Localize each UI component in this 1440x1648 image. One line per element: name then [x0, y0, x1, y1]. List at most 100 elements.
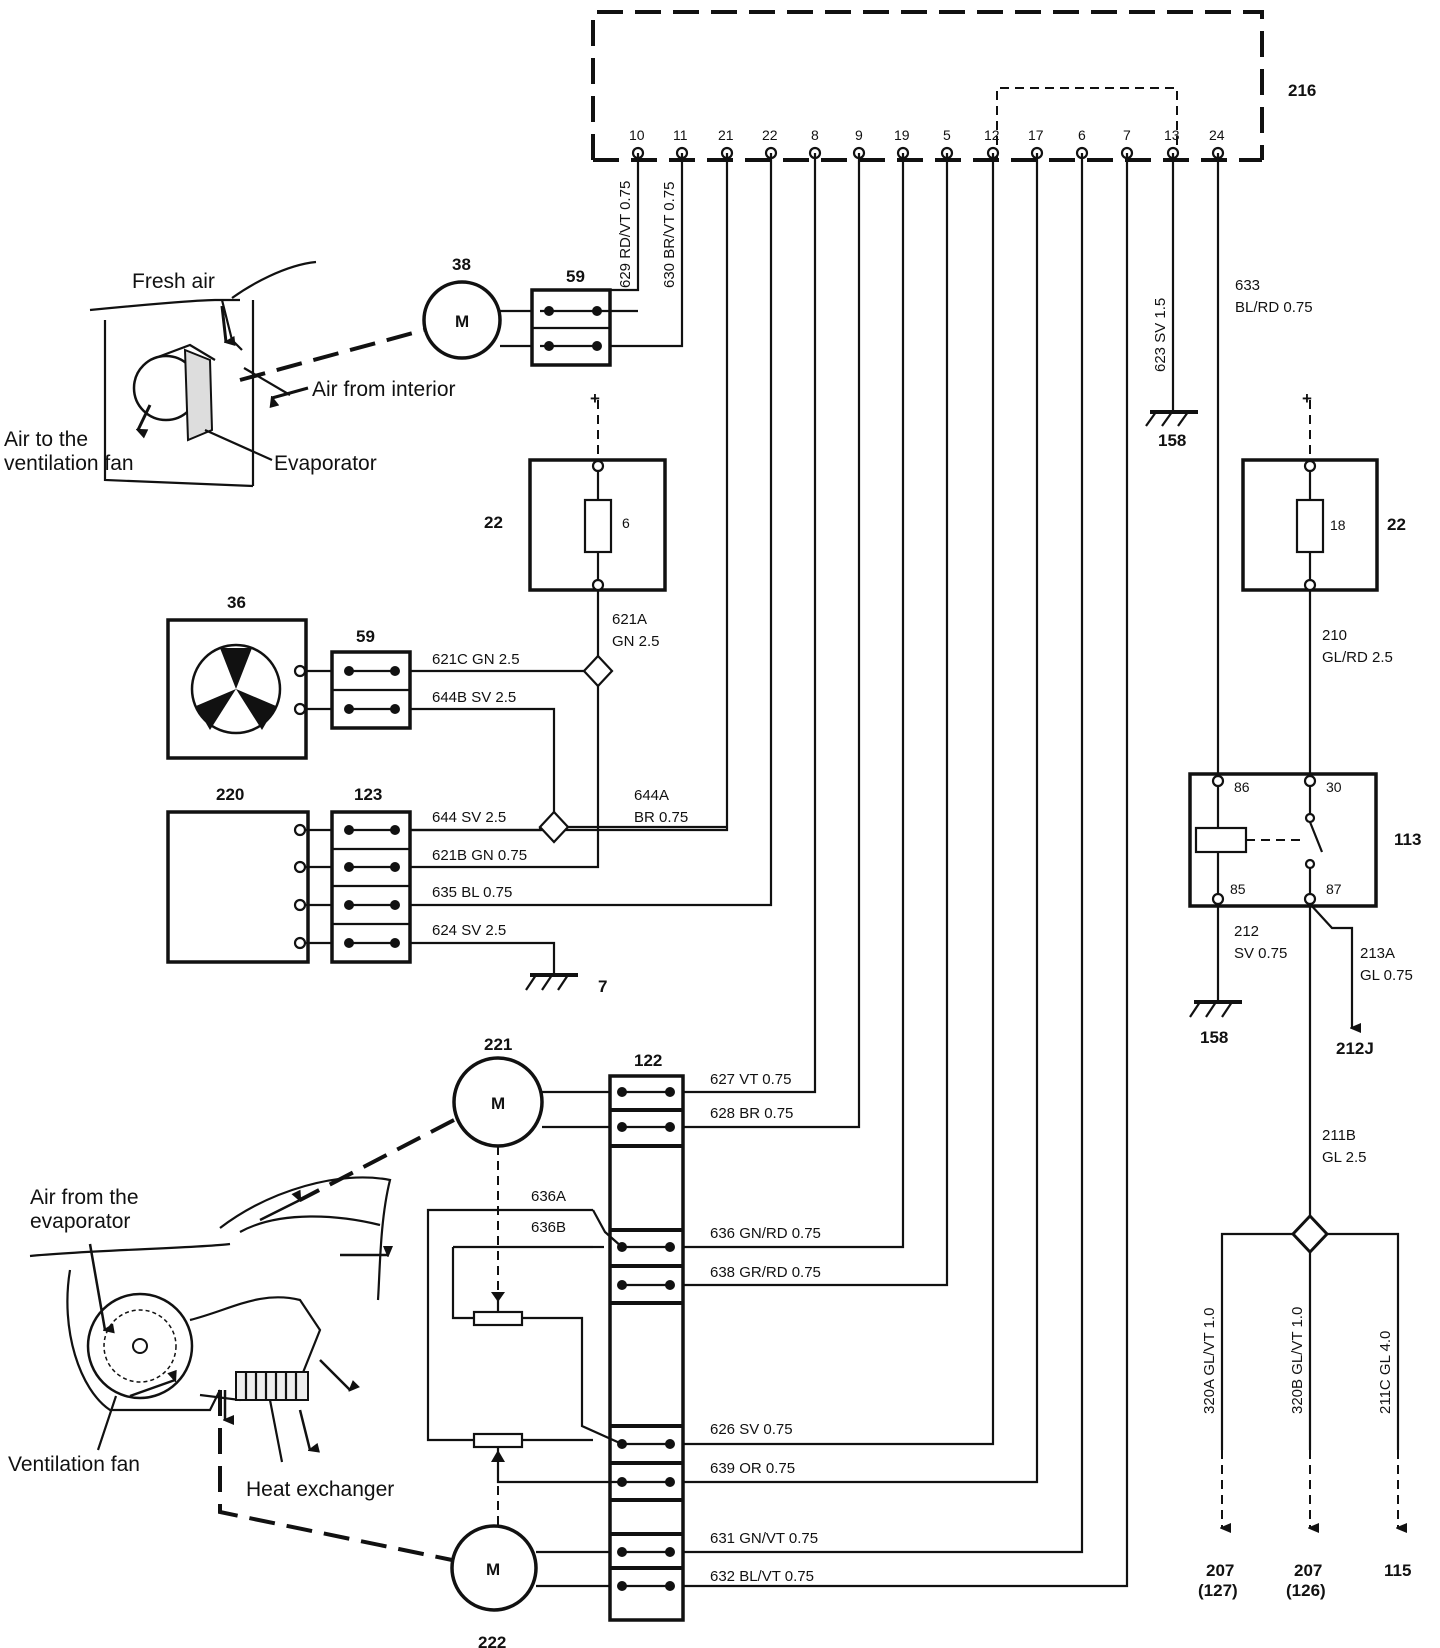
ecu-pin-label-13: 13 — [1164, 127, 1180, 143]
relay-pin-86: 86 — [1234, 779, 1250, 795]
ecu-pin-label-10: 10 — [629, 127, 645, 143]
connector-122-contact — [665, 1087, 675, 1097]
caption-heat-exchanger: Heat exchanger — [246, 1478, 394, 1501]
ecu-wires — [411, 153, 1220, 1588]
wire-label-638: 638 GR/RD 0.75 — [710, 1264, 821, 1281]
connector-122-contact — [665, 1581, 675, 1591]
wire-label-633-num: 633 — [1235, 277, 1260, 294]
caption-air-to-fan-1: Air to the — [4, 428, 88, 451]
relay-113-label: 113 — [1394, 830, 1421, 849]
wire-label-212-num: 212 — [1234, 923, 1259, 940]
wire-label-644: 644 SV 2.5 — [432, 809, 506, 826]
ecu-pin-label-5: 5 — [943, 127, 951, 143]
caption-ventilation-fan: Ventilation fan — [8, 1453, 140, 1476]
splice-644 — [538, 810, 570, 844]
wire-label-621a-num: 621A — [612, 611, 647, 628]
wire-label-210-spec: GL/RD 2.5 — [1322, 649, 1393, 666]
plus-right: + — [1302, 389, 1312, 408]
ecu-pin-label-6: 6 — [1078, 127, 1086, 143]
motor-221-symbol: M — [491, 1094, 505, 1113]
dest-207a-label: 207 — [1206, 1561, 1234, 1580]
wire-label-636b: 636B — [531, 1219, 566, 1236]
fuse-18-label: 18 — [1330, 517, 1346, 533]
dest-212j-label: 212J — [1336, 1039, 1374, 1058]
connector-59-mid: 59 — [305, 627, 584, 812]
motor-38-label: 38 — [452, 255, 471, 274]
connector-122-label: 122 — [634, 1051, 662, 1070]
wire-label-629: 629 RD/VT 0.75 — [617, 181, 634, 288]
caption-air-from-evap-1: Air from the — [30, 1186, 139, 1209]
wire-label-320b: 320B GL/VT 1.0 — [1289, 1307, 1306, 1414]
wire-label-644a-spec: BR 0.75 — [634, 809, 688, 826]
ground-7-label: 7 — [598, 977, 607, 996]
fan-36-label: 36 — [227, 593, 246, 612]
connector-59-top-label: 59 — [566, 267, 585, 286]
splice-621 — [582, 654, 614, 688]
connector-122-contact — [617, 1547, 627, 1557]
wire-label-210-num: 210 — [1322, 627, 1347, 644]
ventilation-fan-illustration: Air from the evaporator Ventilation fan … — [8, 1176, 394, 1501]
wire-label-628: 628 BR 0.75 — [710, 1105, 793, 1122]
motor-222-label: 222 — [478, 1633, 506, 1648]
fuse-6-label: 6 — [622, 515, 630, 531]
wire-label-626: 626 SV 0.75 — [710, 1421, 793, 1438]
fuse-box-22-right: + 18 22 210 GL/RD 2.5 — [1241, 389, 1406, 780]
fresh-air-illustration: Fresh air Air from interior Air to the v… — [4, 260, 456, 488]
motor-221: M 221 — [452, 1035, 610, 1302]
connector-122-contact — [617, 1280, 627, 1290]
wire-label-621b: 621B GN 0.75 — [432, 847, 527, 864]
caption-evaporator: Evaporator — [274, 452, 377, 475]
caption-air-from-interior: Air from interior — [312, 378, 456, 401]
wire-label-644b: 644B SV 2.5 — [432, 689, 516, 706]
wire-label-621c: 621C GN 2.5 — [432, 651, 520, 668]
connector-122-contact — [617, 1122, 627, 1132]
connector-122-contact — [665, 1439, 675, 1449]
relay-pin-85: 85 — [1230, 881, 1246, 897]
ecu-pin-label-22: 22 — [762, 127, 778, 143]
ecu-pin-label-8: 8 — [811, 127, 819, 143]
ground-158-top: 158 — [1145, 410, 1198, 450]
wire-label-627: 627 VT 0.75 — [710, 1071, 791, 1088]
ecu-pin-label-17: 17 — [1028, 127, 1044, 143]
wire-label-636a: 636A — [531, 1188, 566, 1205]
motor-38-symbol: M — [455, 312, 469, 331]
dest-207a-sub: (127) — [1198, 1581, 1238, 1600]
caption-fresh-air: Fresh air — [132, 270, 215, 293]
ecu-pin-label-24: 24 — [1209, 127, 1225, 143]
connector-122-contact — [665, 1280, 675, 1290]
relay-pin-87: 87 — [1326, 881, 1342, 897]
wire-label-211b-spec: GL 2.5 — [1322, 1149, 1366, 1166]
motor-221-linkage — [299, 1118, 455, 1202]
wire-label-630: 630 BR/VT 0.75 — [661, 182, 678, 288]
connector-122-contact — [617, 1087, 627, 1097]
ground-158-bottom: 158 — [1189, 1000, 1242, 1047]
ecu-pin-label-7: 7 — [1123, 127, 1131, 143]
wire-label-644a-num: 644A — [634, 787, 669, 804]
relay-113: 86 30 85 87 113 — [1188, 772, 1421, 908]
wire-label-213a-spec: GL 0.75 — [1360, 967, 1413, 984]
wire-label-632: 632 BL/VT 0.75 — [710, 1568, 814, 1585]
connector-122-contact — [665, 1122, 675, 1132]
wire-label-623: 623 SV 1.5 — [1152, 298, 1169, 372]
wire-label-211c: 211C GL 4.0 — [1377, 1331, 1394, 1414]
motor-222-linkage — [218, 1390, 453, 1562]
connector-122: 122 — [608, 1051, 685, 1622]
ground-158-top-label: 158 — [1158, 431, 1186, 450]
wire-label-633-spec: BL/RD 0.75 — [1235, 299, 1313, 316]
ecu-pin-label-9: 9 — [855, 127, 863, 143]
wire-label-621a-spec: GN 2.5 — [612, 633, 660, 650]
unit-220-label: 220 — [216, 785, 244, 804]
wire-label-211b-num: 211B — [1322, 1127, 1356, 1144]
connector-122-contact — [665, 1242, 675, 1252]
caption-air-from-evap-2: evaporator — [30, 1210, 130, 1233]
ecu-pin-label-11: 11 — [673, 127, 688, 143]
connector-59-top: 59 — [530, 267, 638, 367]
ecu-pin-label-19: 19 — [894, 127, 910, 143]
connector-122-contact — [665, 1477, 675, 1487]
potentiometer-222 — [472, 1432, 524, 1449]
wire-label-212-spec: SV 0.75 — [1234, 945, 1287, 962]
ecu-pin-label-21: 21 — [718, 127, 734, 143]
